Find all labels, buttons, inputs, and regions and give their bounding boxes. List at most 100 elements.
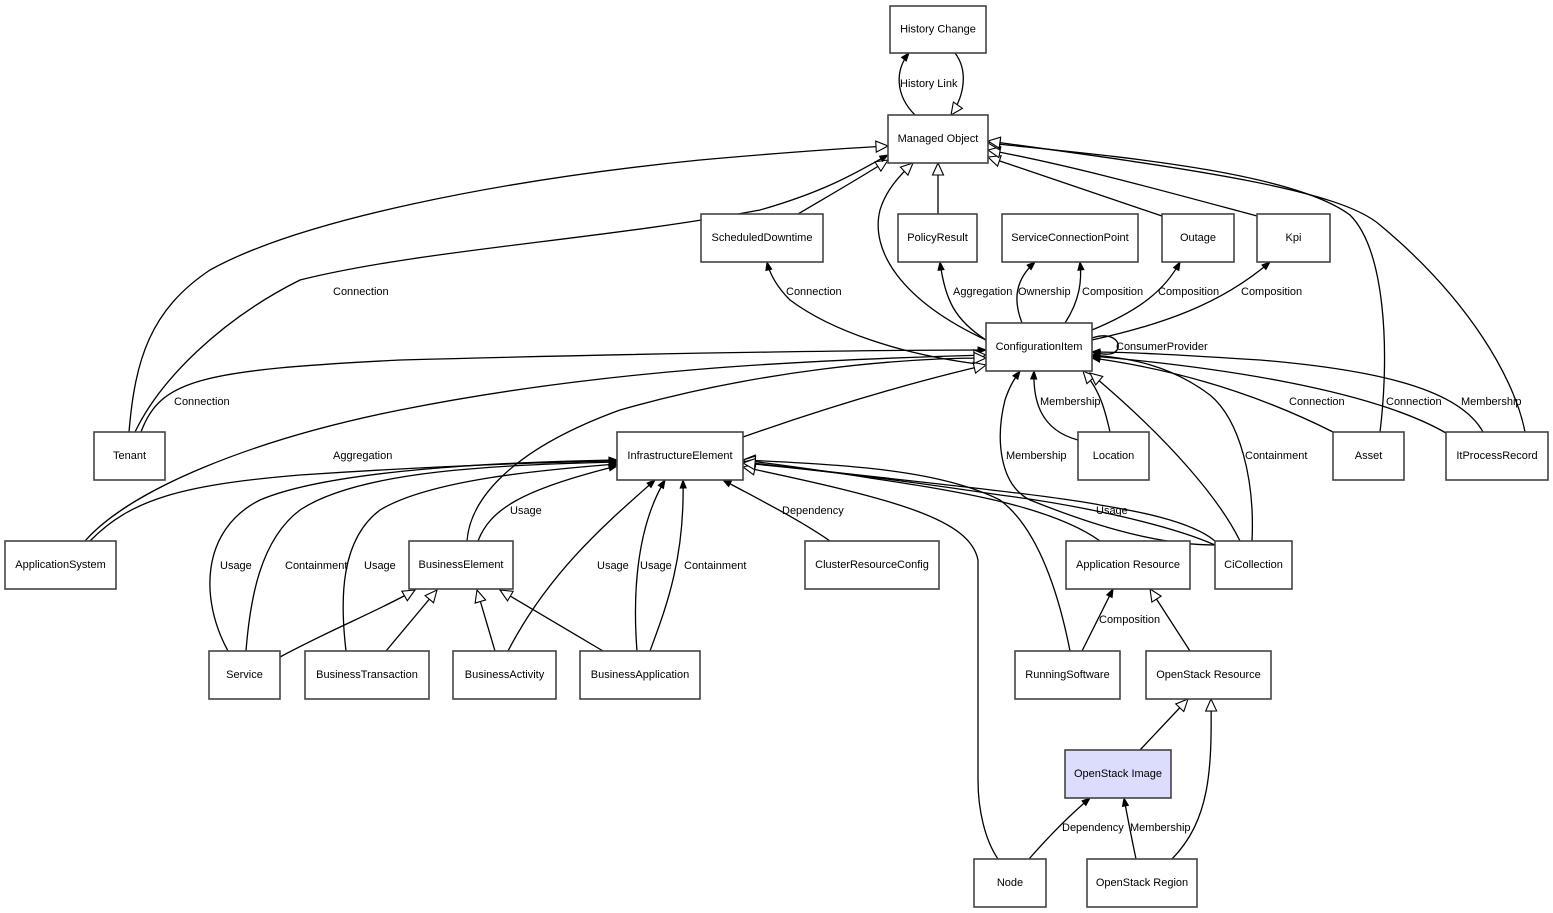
node-box[interactable] bbox=[1077, 431, 1150, 481]
node-cluster-resource-config[interactable]: ClusterResourceConfig bbox=[804, 540, 940, 590]
node-box[interactable] bbox=[1064, 749, 1172, 799]
association-arrowhead bbox=[1172, 260, 1181, 272]
node-box[interactable] bbox=[1161, 213, 1235, 263]
node-box[interactable] bbox=[208, 650, 281, 700]
node-box[interactable] bbox=[985, 322, 1093, 372]
node-box[interactable] bbox=[579, 650, 701, 700]
node-box[interactable] bbox=[304, 650, 430, 700]
node-running-software[interactable]: RunningSoftware bbox=[1014, 650, 1121, 700]
association-arrowhead bbox=[1012, 369, 1021, 381]
node-scheduled-downtime[interactable]: ScheduledDowntime bbox=[700, 213, 824, 263]
node-box[interactable] bbox=[887, 114, 989, 164]
node-label: BusinessElement bbox=[419, 559, 504, 571]
node-box[interactable] bbox=[1001, 213, 1139, 263]
edge-business_element-to-infrastructure_element bbox=[477, 464, 619, 542]
edge-label: Composition bbox=[1158, 286, 1219, 298]
edge-ci_collection-to-configuration_item bbox=[999, 369, 1216, 546]
node-openstack-image[interactable]: OpenStack Image bbox=[1064, 749, 1172, 799]
inheritance-arrowhead bbox=[874, 159, 890, 173]
node-box[interactable] bbox=[1145, 650, 1272, 700]
node-application-resource[interactable]: Application Resource bbox=[1065, 540, 1191, 590]
edge-openstack_region-to-openstack_resource bbox=[1171, 697, 1218, 860]
association-edge bbox=[1091, 261, 1271, 341]
edge-label: Connection bbox=[1289, 396, 1345, 408]
node-outage[interactable]: Outage bbox=[1161, 213, 1235, 263]
edge-label: Usage bbox=[510, 505, 542, 517]
association-edge bbox=[209, 459, 618, 652]
node-tenant[interactable]: Tenant bbox=[93, 431, 166, 481]
node-service[interactable]: Service bbox=[208, 650, 281, 700]
association-arrowhead bbox=[1077, 260, 1085, 271]
edge-label: Composition bbox=[1082, 286, 1143, 298]
inheritance-arrowhead bbox=[899, 162, 914, 177]
node-label: InfrastructureElement bbox=[627, 450, 732, 462]
node-kpi[interactable]: Kpi bbox=[1256, 213, 1331, 263]
inheritance-arrowhead bbox=[875, 140, 890, 154]
node-box[interactable] bbox=[4, 540, 117, 590]
association-arrowhead bbox=[1090, 348, 1101, 356]
node-asset[interactable]: Asset bbox=[1332, 431, 1405, 481]
association-edge bbox=[507, 479, 656, 652]
association-arrowhead bbox=[1121, 796, 1130, 808]
edge-label: Composition bbox=[1241, 286, 1302, 298]
node-label: Node bbox=[997, 877, 1023, 889]
association-edge bbox=[1091, 357, 1336, 434]
node-box[interactable] bbox=[804, 540, 940, 590]
edge-configuration_item-to-policy_result bbox=[937, 260, 987, 341]
node-box[interactable] bbox=[1332, 431, 1405, 481]
node-box[interactable] bbox=[1214, 540, 1293, 590]
edge-tenant-to-configuration_item bbox=[140, 346, 988, 433]
node-box[interactable] bbox=[93, 431, 166, 481]
node-box[interactable] bbox=[1014, 650, 1121, 700]
node-label: Managed Object bbox=[898, 133, 979, 145]
node-it-process-record[interactable]: ItProcessRecord bbox=[1445, 431, 1549, 481]
association-edge bbox=[245, 461, 618, 652]
node-box[interactable] bbox=[452, 650, 557, 700]
node-business-application[interactable]: BusinessApplication bbox=[579, 650, 701, 700]
node-history-change[interactable]: History Change bbox=[889, 5, 987, 54]
node-box[interactable] bbox=[1445, 431, 1549, 481]
node-business-transaction[interactable]: BusinessTransaction bbox=[304, 650, 430, 700]
association-arrowhead bbox=[878, 154, 890, 163]
node-box[interactable] bbox=[408, 540, 514, 590]
edge-history_change-to-managed_object bbox=[950, 52, 964, 117]
node-configuration-item[interactable]: ConfigurationItem bbox=[985, 322, 1093, 372]
node-openstack-region[interactable]: OpenStack Region bbox=[1086, 858, 1198, 908]
node-box[interactable] bbox=[1256, 213, 1331, 263]
node-policy-result[interactable]: PolicyResult bbox=[897, 213, 978, 263]
node-box[interactable] bbox=[1086, 858, 1198, 908]
node-location[interactable]: Location bbox=[1077, 431, 1150, 481]
node-application-system[interactable]: ApplicationSystem bbox=[4, 540, 117, 590]
node-service-connection-point[interactable]: ServiceConnectionPoint bbox=[1001, 213, 1139, 263]
inheritance-edge bbox=[987, 142, 1386, 433]
node-box[interactable] bbox=[973, 858, 1047, 908]
inheritance-edge bbox=[742, 459, 1071, 652]
edge-label: History Link bbox=[900, 78, 958, 90]
association-edge bbox=[342, 463, 618, 652]
node-openstack-resource[interactable]: OpenStack Resource bbox=[1145, 650, 1272, 700]
edges-layer bbox=[84, 51, 1526, 860]
node-infrastructure-element[interactable]: InfrastructureElement bbox=[616, 431, 744, 481]
edge-service-to-business_element bbox=[279, 589, 417, 658]
node-box[interactable] bbox=[889, 5, 987, 54]
node-label: Kpi bbox=[1286, 232, 1302, 244]
association-edge bbox=[1091, 351, 1484, 433]
edge-label: Usage bbox=[364, 560, 396, 572]
node-business-activity[interactable]: BusinessActivity bbox=[452, 650, 557, 700]
node-label: BusinessTransaction bbox=[316, 669, 418, 681]
association-edge bbox=[1081, 588, 1114, 652]
node-ci-collection[interactable]: CiCollection bbox=[1214, 540, 1293, 590]
association-edge bbox=[1033, 370, 1079, 441]
node-node[interactable]: Node bbox=[973, 858, 1047, 908]
node-managed-object[interactable]: Managed Object bbox=[887, 114, 989, 164]
association-arrowhead bbox=[1026, 261, 1037, 271]
inheritance-edge bbox=[987, 156, 1163, 217]
edge-label: Aggregation bbox=[953, 286, 1012, 298]
node-box[interactable] bbox=[897, 213, 978, 263]
node-box[interactable] bbox=[1065, 540, 1191, 590]
node-box[interactable] bbox=[616, 431, 744, 481]
node-box[interactable] bbox=[700, 213, 824, 263]
edge-node-to-infrastructure_element bbox=[741, 463, 999, 860]
node-business-element[interactable]: BusinessElement bbox=[408, 540, 514, 590]
